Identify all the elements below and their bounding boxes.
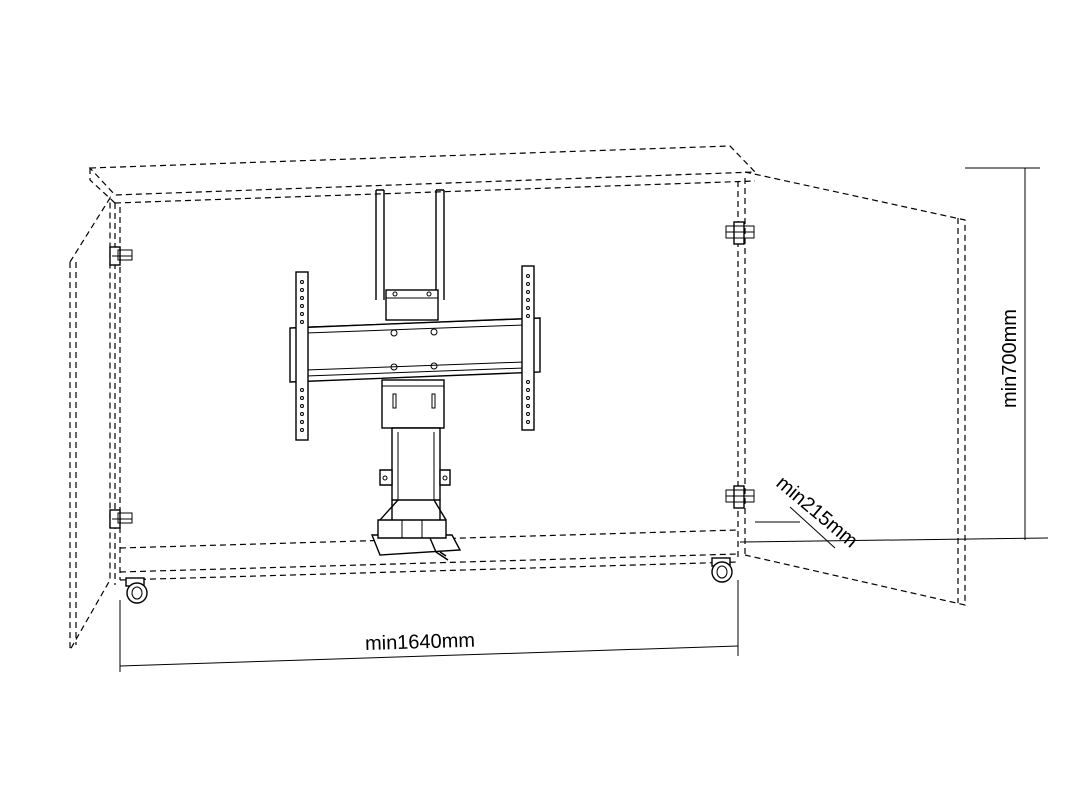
height-dimension: min700mm xyxy=(739,167,1049,543)
height-dimension-label: min700mm xyxy=(999,309,1021,408)
depth-dimension-label: min215mm xyxy=(772,472,862,552)
left-door xyxy=(69,195,111,653)
vesa-arm-left xyxy=(295,271,309,441)
caster-right xyxy=(711,557,733,583)
hinge-right-bottom xyxy=(725,485,755,509)
hinge-left-bottom xyxy=(109,509,133,529)
tv-lift-column xyxy=(370,189,462,561)
width-dimension: min1640mm xyxy=(119,580,739,672)
hinge-right-top xyxy=(725,221,755,245)
vesa-arm-right xyxy=(521,265,535,431)
depth-dimension: min215mm xyxy=(755,472,862,552)
caster-left xyxy=(125,577,148,604)
tv-mount-crossbar xyxy=(289,317,541,383)
width-dimension-label: min1640mm xyxy=(365,630,476,655)
hinge-left-top xyxy=(109,246,133,266)
